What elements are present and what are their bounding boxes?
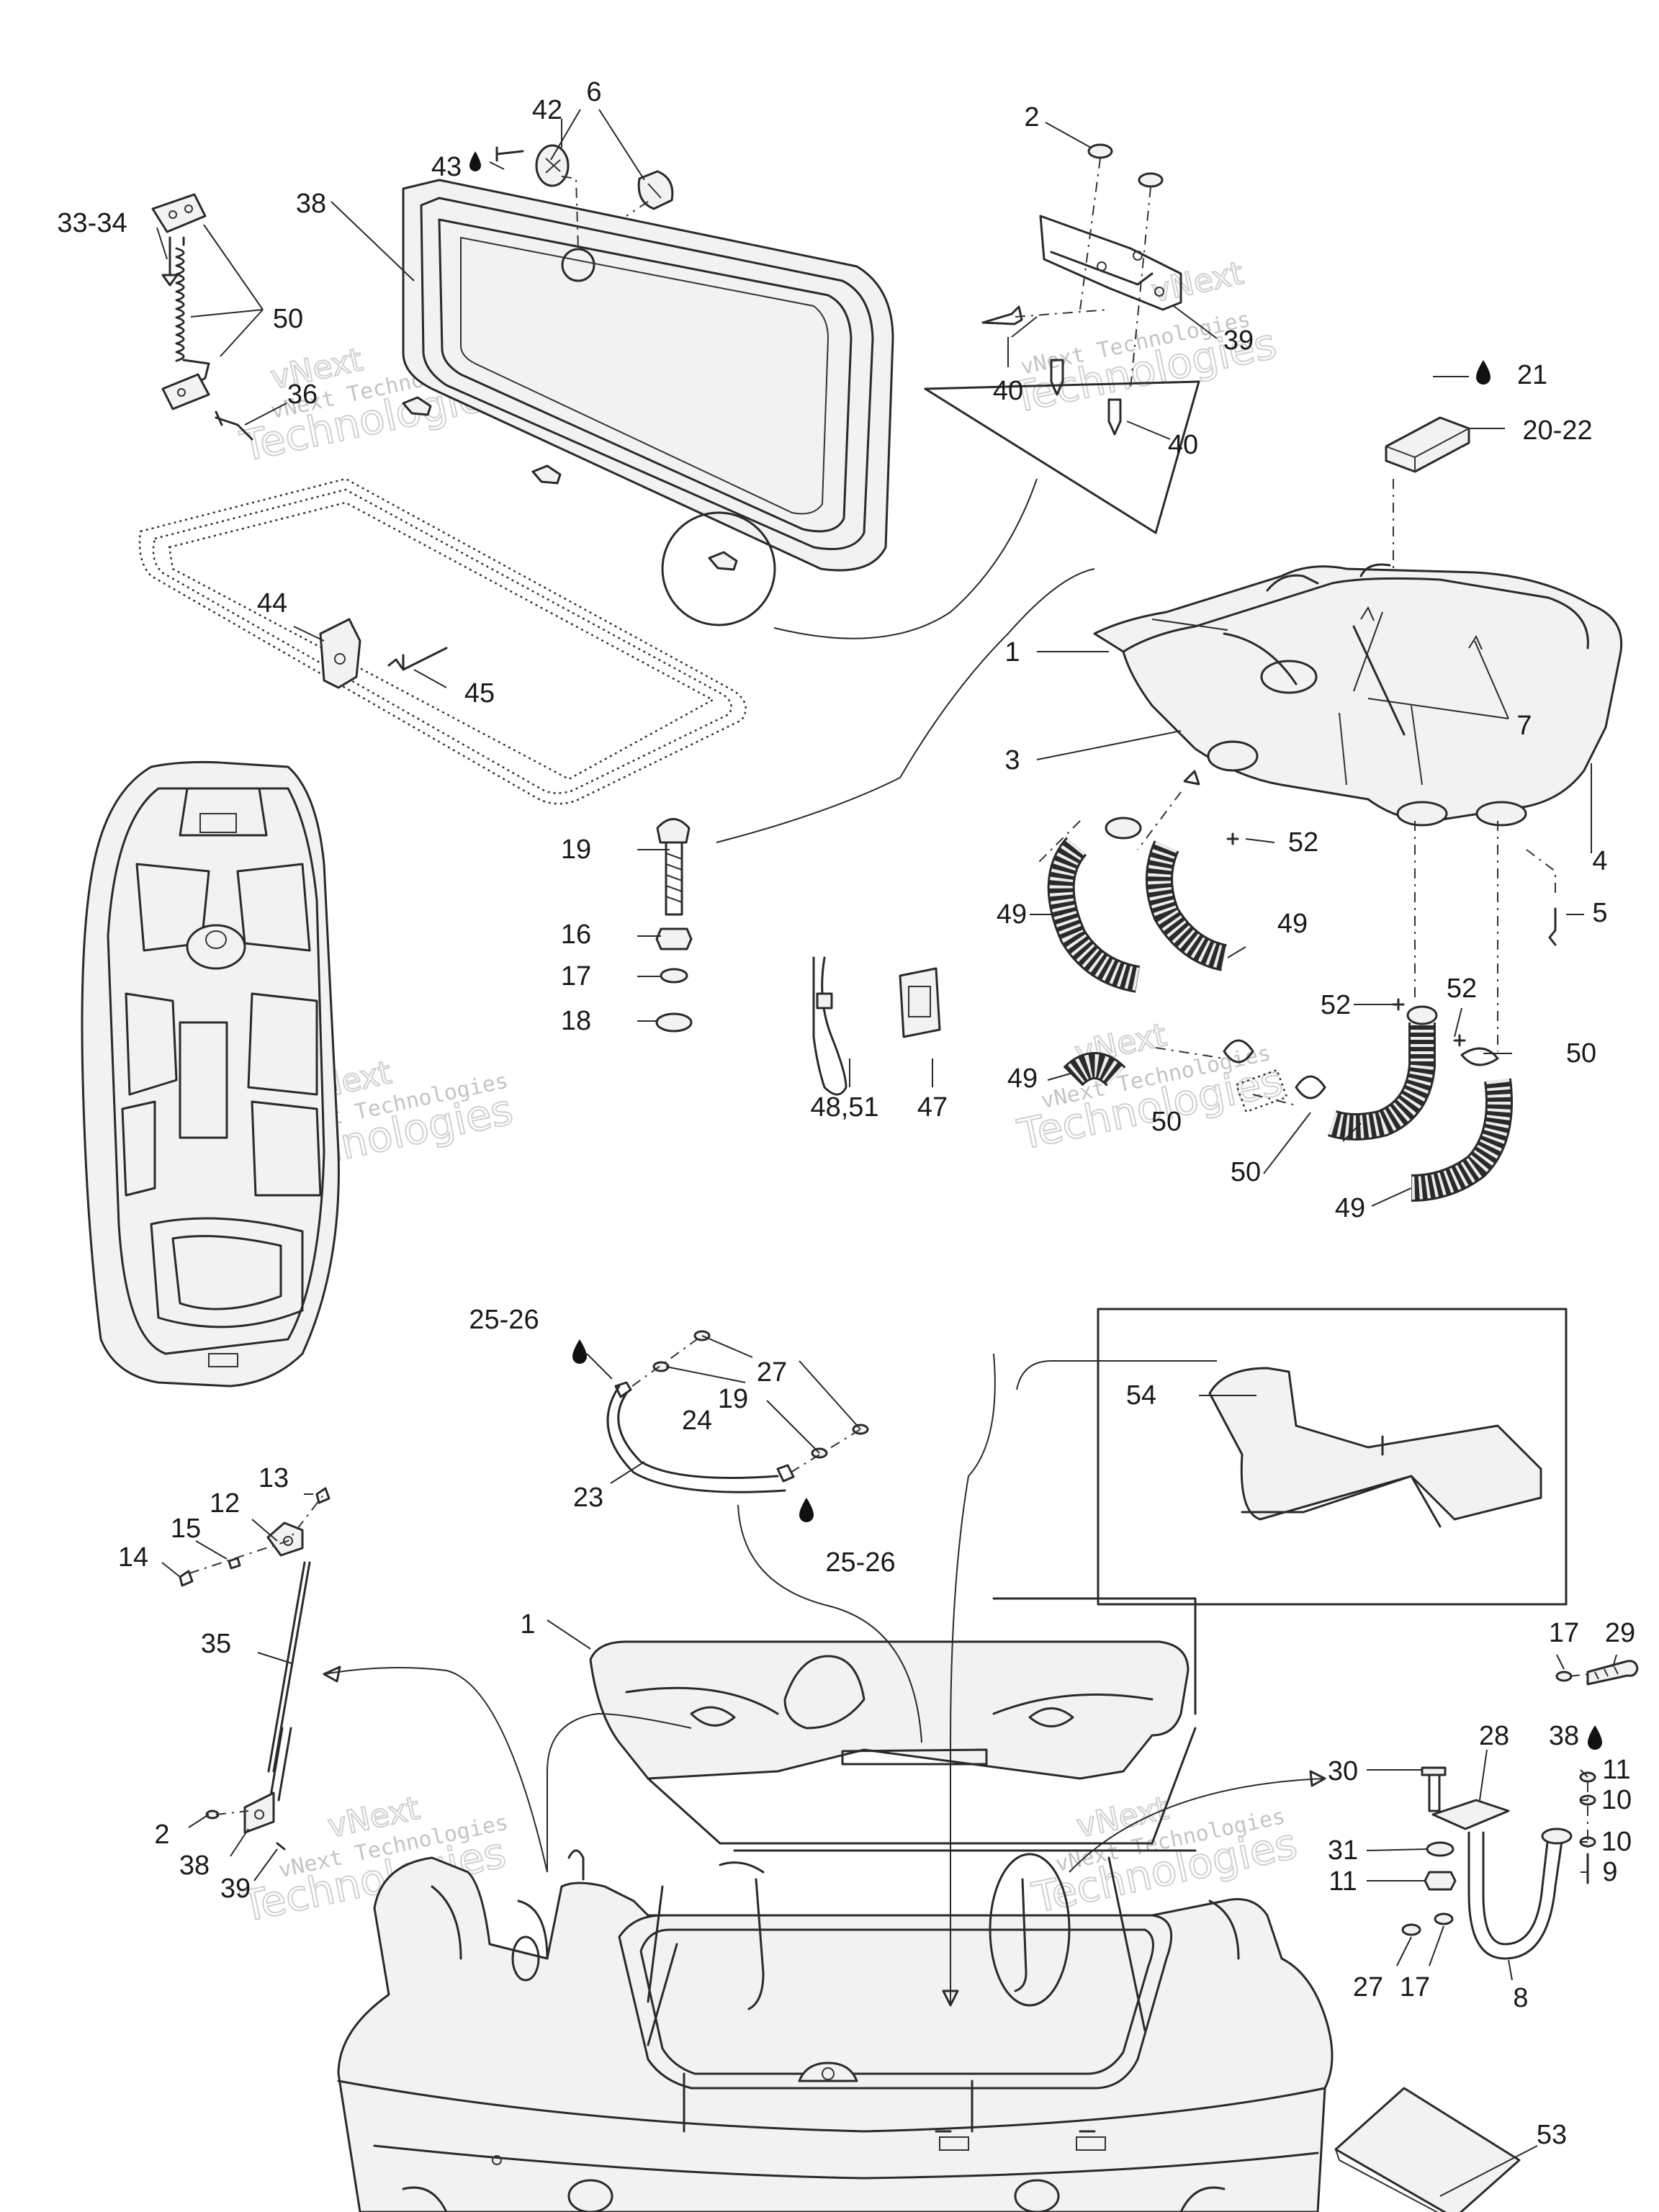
- watermark-text: vNext: [1148, 255, 1246, 310]
- cable-tie-and-clip: [812, 956, 941, 1096]
- callout-label: 36: [287, 379, 318, 410]
- drop-icons: [469, 151, 1602, 1750]
- callout-label: 29: [1605, 1618, 1635, 1648]
- callout-label: 2: [1024, 102, 1039, 132]
- callout-label: 39: [1223, 325, 1254, 356]
- callout-label: 38: [1549, 1721, 1579, 1751]
- callout-label: 17: [1549, 1618, 1579, 1648]
- callout-label: 38: [296, 189, 326, 219]
- callout-label: 16: [561, 920, 591, 950]
- callout-label: 39: [220, 1874, 251, 1904]
- callout-label: 50: [1566, 1038, 1596, 1069]
- callout-label: 11: [1328, 1866, 1357, 1897]
- callout-label: 49: [1007, 1064, 1038, 1094]
- callout-label: 47: [917, 1092, 948, 1123]
- callout-label: 49: [1277, 909, 1308, 939]
- callout-label: 17: [1400, 1972, 1430, 2002]
- callout-label: 19: [718, 1384, 748, 1414]
- callout-labels: 6 42 43 38 33-34 50 36 2 39 40 40 21 20-…: [57, 77, 1635, 2150]
- callout-label: 1: [1004, 637, 1020, 667]
- callout-label: 8: [1513, 1983, 1528, 2013]
- callout-label: 45: [464, 678, 495, 709]
- callout-label: 38: [179, 1851, 210, 1881]
- callout-label: 31: [1328, 1835, 1358, 1866]
- rear-hull-open: [337, 1597, 1334, 2212]
- callout-label: 24: [682, 1406, 712, 1436]
- hull-top-view: [81, 760, 340, 1388]
- callout-label: 53: [1537, 2120, 1567, 2150]
- callout-label: 11: [1602, 1755, 1630, 1785]
- callout-label: 18: [561, 1006, 591, 1036]
- callout-label: 10: [1601, 1827, 1632, 1857]
- callout-label: 50: [1231, 1157, 1261, 1187]
- drop-icon: [469, 151, 481, 171]
- callout-label: 1: [520, 1609, 535, 1640]
- drop-icon: [1476, 360, 1491, 385]
- callout-label: 25-26: [469, 1305, 539, 1335]
- bracket-assembly: [924, 143, 1200, 534]
- fastener-stack: [655, 818, 693, 1033]
- callout-label: 4: [1592, 846, 1607, 876]
- callout-label: 20-22: [1522, 415, 1592, 446]
- callout-label: 9: [1602, 1857, 1617, 1887]
- callout-label: 10: [1601, 1785, 1632, 1815]
- gasket: [138, 477, 747, 805]
- callout-label: 15: [171, 1514, 201, 1544]
- callout-label: 50: [1151, 1107, 1182, 1137]
- callout-label: 25-26: [825, 1547, 895, 1578]
- callout-label: 30: [1328, 1756, 1358, 1786]
- callout-label: 42: [532, 95, 562, 125]
- hinge-spring-assembly: [151, 193, 253, 441]
- callout-label: 52: [1288, 827, 1318, 858]
- callout-label: 17: [561, 961, 591, 992]
- callout-label: 48,51: [810, 1092, 878, 1123]
- callout-label: 50: [273, 304, 303, 334]
- callout-label: 33-34: [57, 208, 127, 238]
- callout-label: 43: [431, 152, 462, 182]
- lock-parts: [495, 144, 674, 250]
- callout-label: 52: [1321, 990, 1351, 1020]
- callout-label: 19: [561, 835, 591, 865]
- callout-label: 40: [1168, 430, 1198, 460]
- callout-label: 13: [258, 1463, 289, 1493]
- plate: [1334, 2087, 1521, 2212]
- callout-label: 5: [1592, 898, 1607, 928]
- callout-label: 7: [1516, 711, 1532, 741]
- callout-label: 2: [154, 1820, 169, 1850]
- callout-label: 35: [201, 1629, 231, 1659]
- callout-label: 12: [210, 1488, 240, 1519]
- callout-label: 40: [993, 376, 1023, 406]
- callout-label: 49: [1335, 1193, 1365, 1223]
- drop-icon: [572, 1339, 587, 1364]
- rear-detail-box: [1097, 1308, 1568, 1606]
- callout-label: 14: [118, 1542, 148, 1573]
- callout-label: 23: [573, 1483, 603, 1513]
- hinge-block: [319, 618, 448, 689]
- callout-label: 27: [1353, 1972, 1383, 2002]
- callout-label: 52: [1447, 974, 1477, 1004]
- callout-label: 44: [257, 588, 287, 619]
- storage-lid: [402, 179, 894, 626]
- drop-icon: [799, 1498, 814, 1522]
- callout-label: 27: [757, 1357, 787, 1388]
- u-bolt-assembly: [1401, 1660, 1639, 1960]
- callout-label: 6: [586, 77, 601, 107]
- callout-label: 21: [1517, 360, 1547, 390]
- callout-label: 3: [1004, 745, 1020, 775]
- leader-lines: [156, 109, 1617, 2197]
- drop-icon: [1588, 1725, 1602, 1750]
- callout-label: 54: [1126, 1380, 1156, 1411]
- hoses: [1036, 791, 1557, 1202]
- callout-label: 28: [1479, 1721, 1509, 1751]
- storage-bin-upper: [1093, 563, 1623, 827]
- callout-label: 49: [997, 899, 1027, 930]
- gas-strut-assembly: [179, 1487, 331, 1851]
